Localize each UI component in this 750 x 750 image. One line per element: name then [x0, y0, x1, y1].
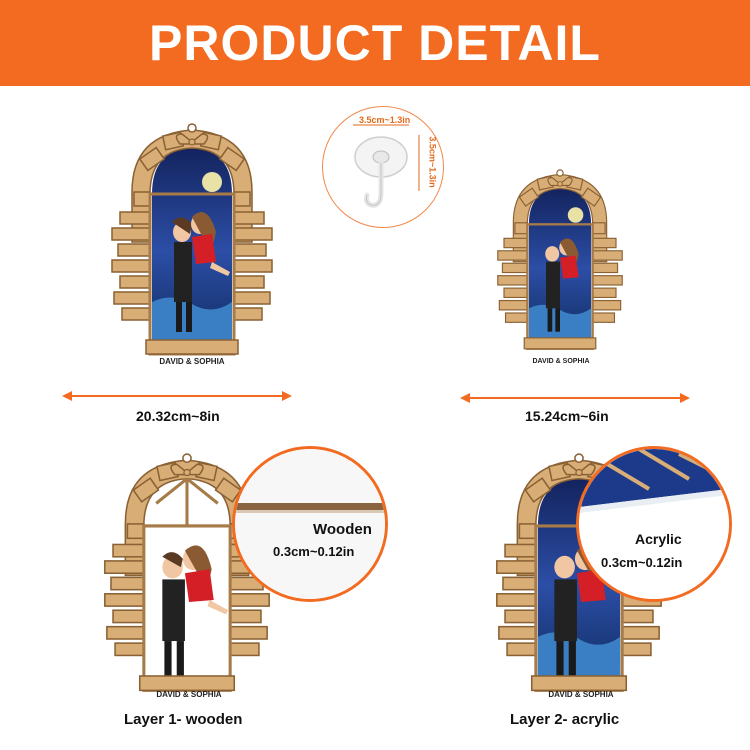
- name-plate-text: DAVID & SOPHIA: [532, 358, 590, 365]
- header-banner: PRODUCT DETAIL: [0, 0, 750, 86]
- size-label-small: 15.24cm~6in: [525, 408, 609, 424]
- acrylic-thickness-zoom: Acrylic 0.3cm~0.12in: [576, 446, 732, 602]
- width-dimension-small: [460, 392, 690, 404]
- ornament-large: DAVID & SOPHIA: [102, 122, 282, 377]
- page-title: PRODUCT DETAIL: [149, 15, 601, 71]
- hook-height-label: 3.5cm~1.3in: [427, 136, 438, 188]
- width-dimension-large: [62, 390, 292, 402]
- couple-illustration: [172, 212, 230, 332]
- wooden-thickness-zoom: Wooden 0.3cm~0.12in: [232, 446, 388, 602]
- layer2-caption: Layer 2- acrylic: [510, 711, 620, 728]
- thickness-label: 0.3cm~0.12in: [273, 544, 355, 559]
- layer1-caption: Layer 1- wooden: [124, 711, 243, 728]
- moon-icon: [202, 172, 222, 192]
- material-label: Wooden: [313, 521, 372, 538]
- size-label-large: 20.32cm~8in: [136, 408, 220, 424]
- hook-width-label: 3.5cm~1.3in: [359, 115, 411, 125]
- hook-detail: 3.5cm~1.3in 3.5cm~1.3in: [322, 106, 444, 228]
- thickness-label: 0.3cm~0.12in: [601, 555, 683, 570]
- material-label: Acrylic: [635, 531, 682, 547]
- name-plate-text: DAVID & SOPHIA: [156, 690, 222, 699]
- ornament-small: DAVID & SOPHIA: [490, 160, 630, 375]
- name-plate-text: DAVID & SOPHIA: [159, 357, 225, 366]
- ornament-layer1-wooden: DAVID & SOPHIA: [92, 452, 282, 714]
- couple-illustration: [545, 238, 579, 332]
- couple-illustration: [162, 545, 229, 679]
- name-plate-text: DAVID & SOPHIA: [548, 690, 614, 699]
- moon-icon: [567, 207, 584, 223]
